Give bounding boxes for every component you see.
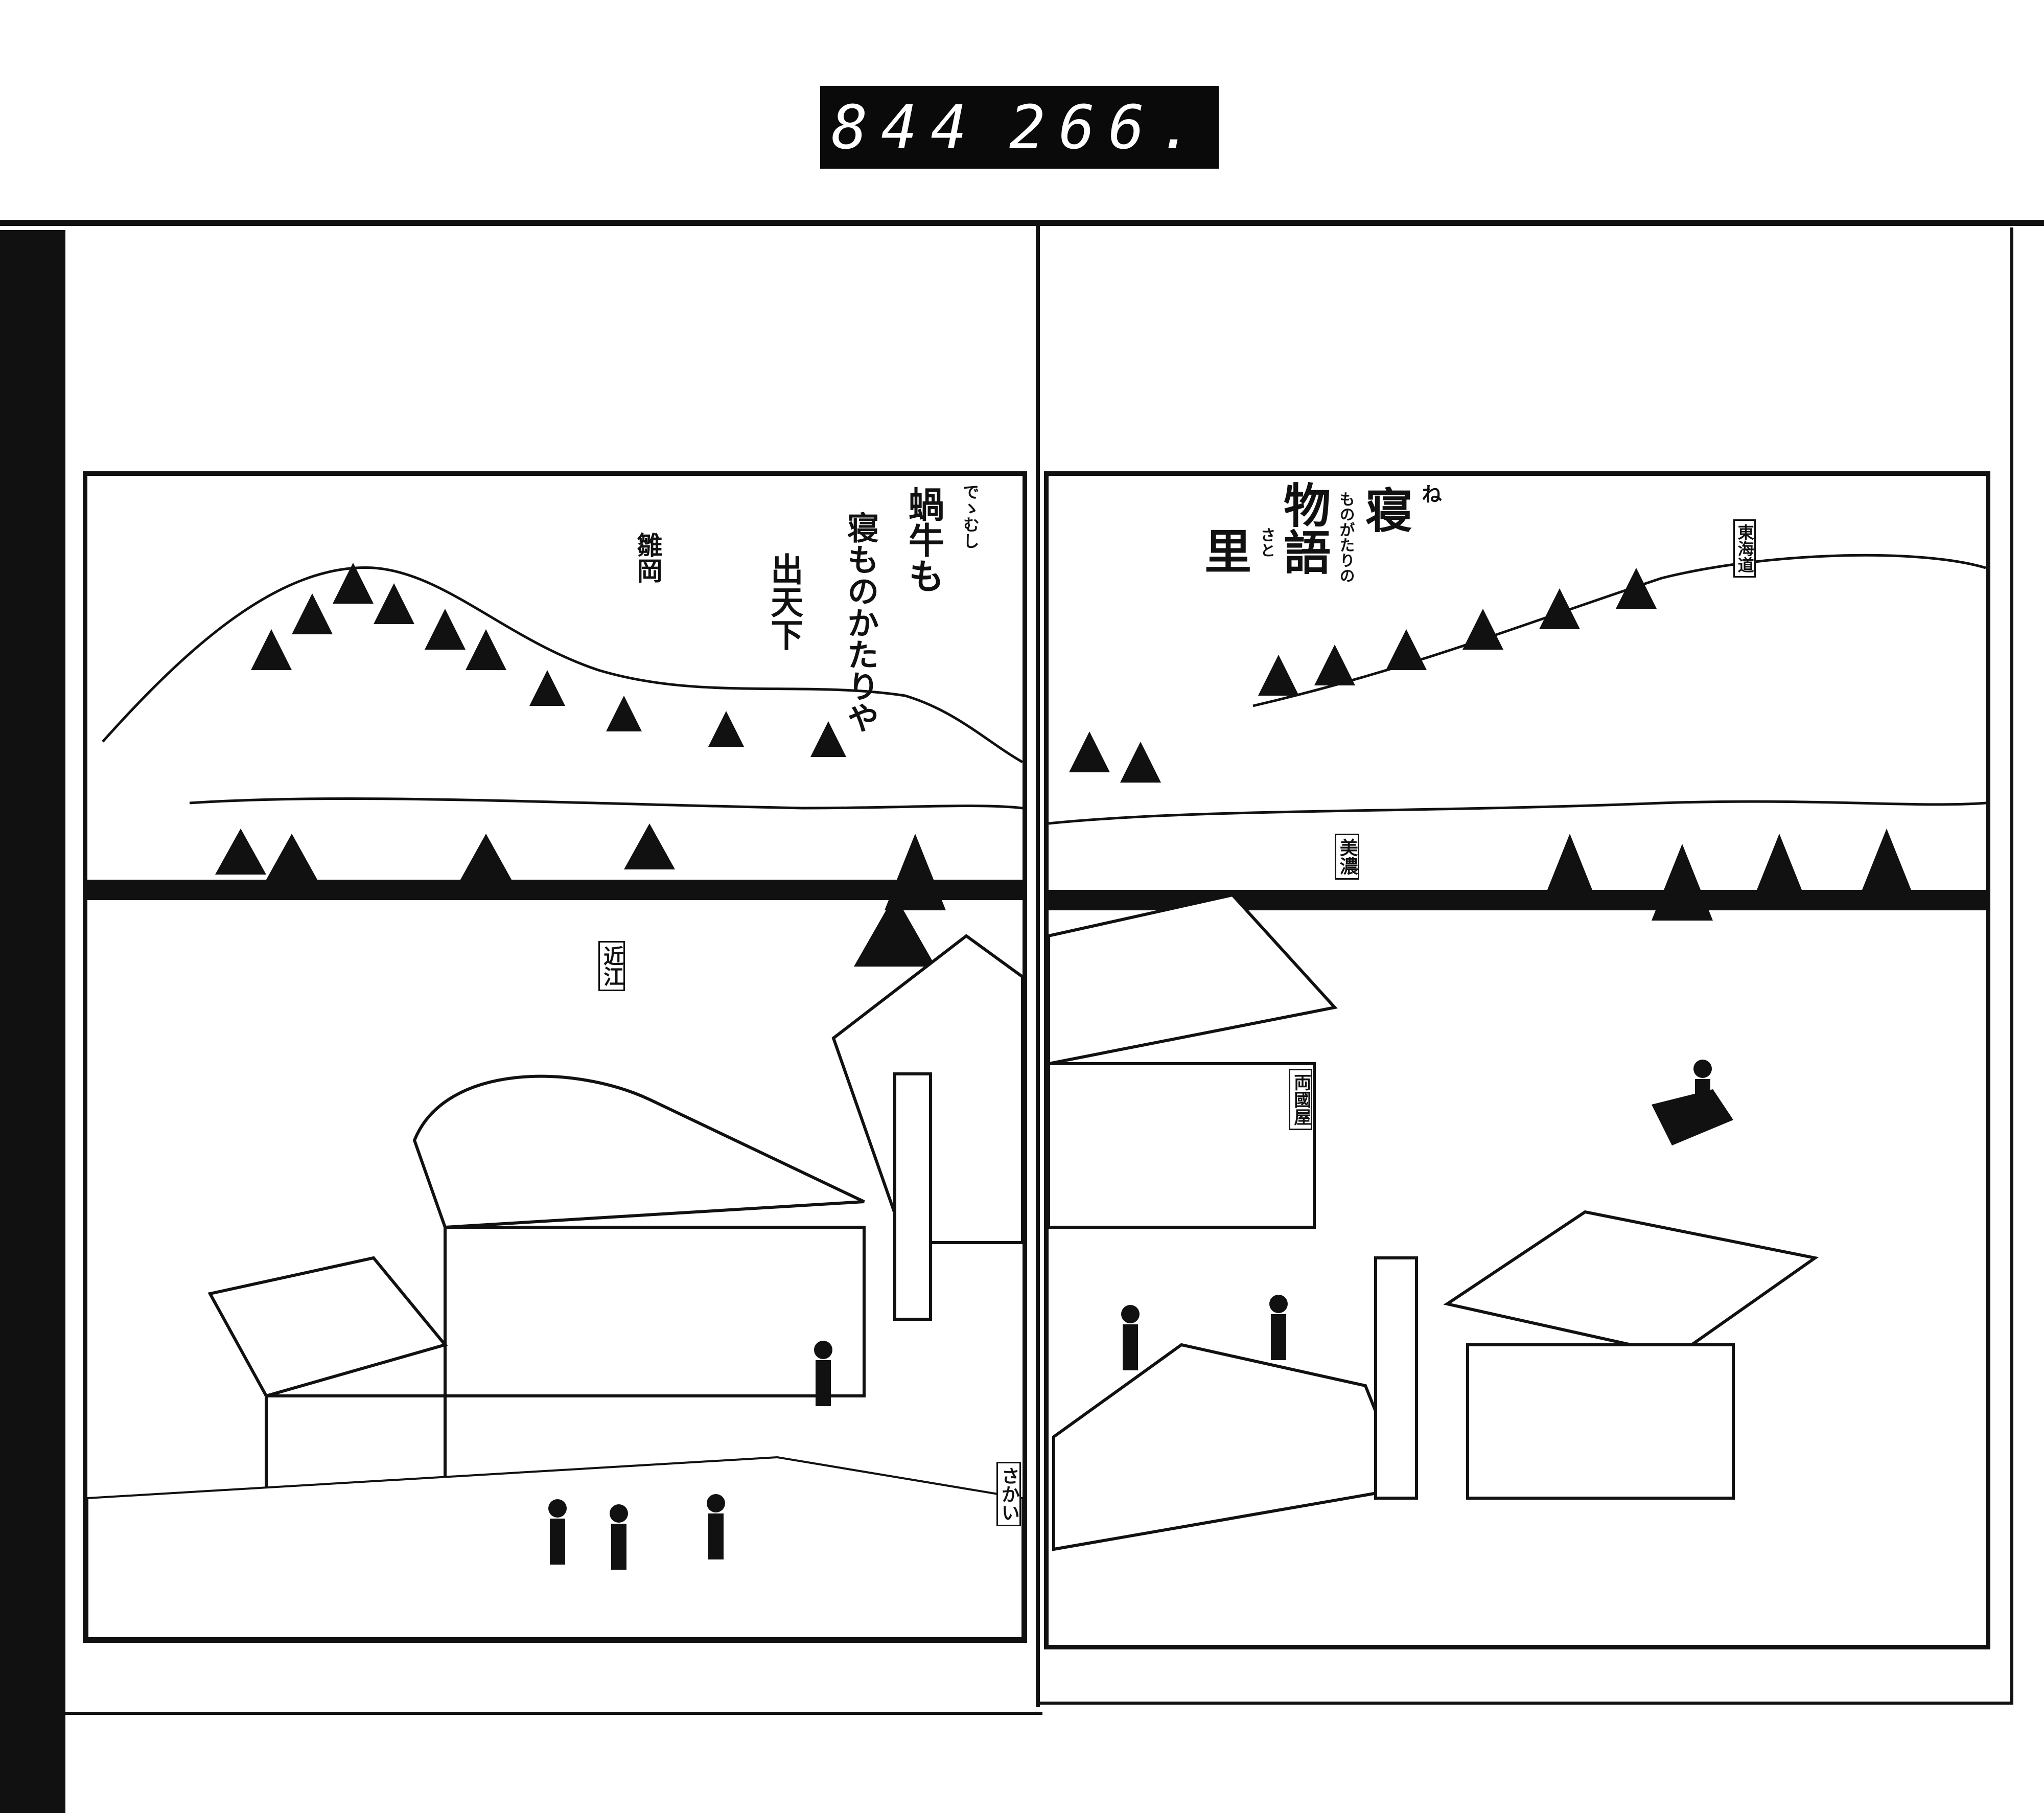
- shop-roof: [1443, 1210, 1819, 1357]
- left-page: [56, 233, 1042, 1715]
- sign-tokaido: 東海道: [1733, 519, 1756, 578]
- buildings: [1049, 893, 1819, 1551]
- small-roof: [207, 1256, 448, 1398]
- right-page: [1037, 227, 2013, 1705]
- thatched-roof: [412, 1074, 865, 1229]
- boundary-pillar: [1374, 1256, 1418, 1500]
- reel-number: 844: [831, 92, 981, 163]
- horse: [1652, 1089, 1733, 1145]
- pine-trees: [1049, 568, 1986, 921]
- tall-pine: [854, 834, 946, 967]
- sign-mino: 美濃: [1335, 834, 1359, 880]
- title-ruby-ne: ね: [1418, 484, 1442, 504]
- river-band: [87, 880, 1023, 900]
- shop-sign: 両國屋: [1289, 1069, 1312, 1130]
- poem-column-1: 蝸牛も: [902, 486, 945, 593]
- signpost: [893, 1072, 932, 1321]
- travelers: [548, 1341, 832, 1570]
- sign-omi: 近江: [598, 941, 625, 991]
- foreground-roof: [1052, 1343, 1409, 1551]
- book-top-edge: [0, 220, 2044, 226]
- boundary-post-label: さかい: [996, 1462, 1021, 1526]
- poem-column-3: 出天下: [765, 553, 804, 651]
- buildings: [207, 934, 1023, 1546]
- travelers: [1121, 1060, 1733, 1370]
- page-gutter: [1036, 225, 1040, 1707]
- right-landscape-drawing: [1049, 554, 1986, 1551]
- poem-signature: 雛岡: [633, 532, 663, 583]
- inn-front: [1049, 1062, 1316, 1229]
- microfilm-frame-number: 844 266.: [820, 86, 1219, 169]
- inn-roof: [1049, 893, 1338, 1066]
- left-illustration: でゝむし 蝸牛も 寝ものかたりや 出天下 雛岡 近江: [83, 471, 1027, 1643]
- teahouse-wall: [444, 1226, 866, 1397]
- left-landscape-drawing: [87, 563, 1023, 1638]
- title-character-ne: 寝: [1357, 486, 1413, 533]
- mountain-outline: [102, 566, 1023, 764]
- right-illustration: ね 寝 ものがたりの 物語 さと 里 東海道 美濃 両國屋: [1044, 471, 1990, 1649]
- title-ruby-sato: さと: [1257, 527, 1275, 558]
- poem-column-2: 寝ものかたりや: [842, 512, 879, 733]
- poem-ruby: でゝむし: [960, 484, 980, 549]
- shoreline: [189, 797, 1023, 810]
- book-binding-shadow: [0, 230, 65, 1813]
- pine-trees: [87, 563, 1023, 967]
- title-monogatari: 物語: [1275, 481, 1331, 575]
- title-sato: 里: [1196, 527, 1252, 574]
- title-ruby-monogatari: ものがたりの: [1336, 491, 1355, 583]
- far-hills: [1252, 554, 1986, 707]
- far-shore: [1049, 800, 1986, 825]
- frame-number: 266.: [1009, 92, 1207, 163]
